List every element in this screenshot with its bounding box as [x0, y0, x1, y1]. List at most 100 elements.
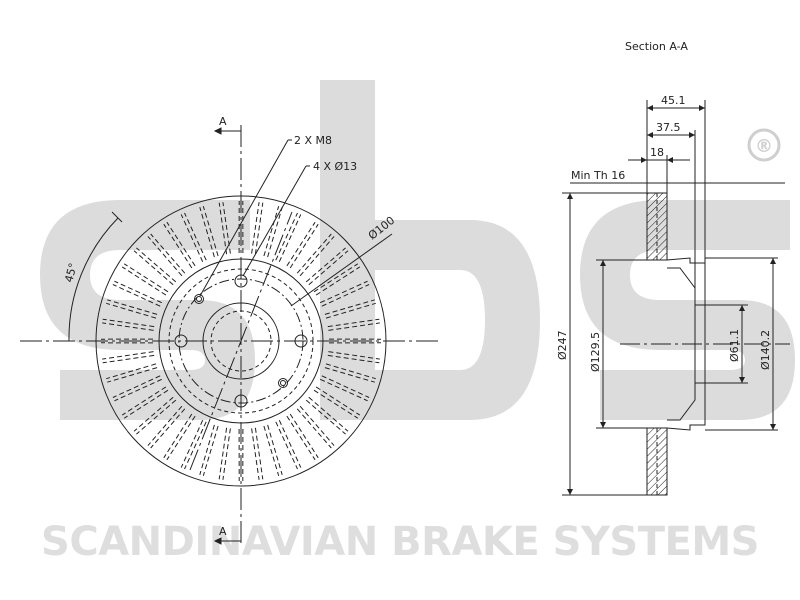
- angle-arc: [68, 217, 119, 342]
- angle-label: 45°: [62, 262, 80, 284]
- vane-line: [289, 413, 319, 459]
- vane-line: [305, 247, 346, 283]
- vane-line: [136, 399, 177, 435]
- vane-line: [321, 375, 370, 398]
- vane-line: [180, 419, 204, 468]
- vane-line: [150, 233, 186, 274]
- vane-line: [313, 389, 359, 419]
- vane-line: [275, 212, 298, 261]
- vane-line: [222, 428, 231, 480]
- section-mark-top: A: [219, 115, 227, 128]
- vane-line: [278, 419, 302, 468]
- vane-line: [327, 318, 380, 328]
- callout-holes: 4 X Ø13: [313, 160, 357, 173]
- vane-line: [263, 425, 280, 476]
- vane-line: [106, 363, 157, 380]
- thread-hole-lower-right: [278, 378, 288, 388]
- vane-line: [254, 202, 264, 255]
- centerline-diagonal: [189, 211, 293, 471]
- vane-line: [324, 367, 375, 383]
- dim-hat-depth: 37.5: [656, 121, 681, 134]
- vane-line: [267, 207, 283, 258]
- vane-line: [305, 399, 346, 435]
- angle-ref-line: [111, 211, 123, 223]
- vane-line: [327, 354, 380, 364]
- vane-line: [123, 263, 169, 293]
- vane-line: [102, 351, 154, 360]
- dim-hat-outer: Ø140.2: [759, 330, 772, 370]
- logo-letter-s-left: [40, 200, 255, 420]
- dimension-arrows: [567, 105, 776, 495]
- vane-line: [102, 322, 154, 331]
- dim-overall-width: 45.1: [661, 94, 686, 107]
- vane-line: [218, 202, 228, 255]
- vane-line: [328, 322, 380, 331]
- thread-hole-lower-right-inner: [280, 380, 286, 386]
- vane-line: [136, 247, 177, 283]
- sbs-logo-watermark: ®: [40, 80, 795, 420]
- vane-line: [324, 299, 375, 315]
- vane-line: [289, 223, 319, 269]
- vane-line: [133, 396, 174, 432]
- vane-line: [286, 415, 316, 461]
- registered-mark-circle: [747, 128, 781, 162]
- vane-line: [184, 212, 207, 261]
- vane-line: [133, 250, 174, 286]
- vane-line: [251, 202, 260, 254]
- vane-line: [321, 284, 370, 307]
- vane-line: [275, 421, 298, 470]
- vane-line: [150, 408, 186, 449]
- min-thickness-label: Min Th 16: [571, 169, 625, 182]
- section-mark-bottom: A: [219, 525, 227, 538]
- vane-line: [202, 425, 219, 476]
- vane-line: [299, 236, 335, 277]
- vane-line: [114, 280, 163, 304]
- leader-pcd: [290, 233, 393, 307]
- vane-line: [278, 214, 302, 263]
- section-arrow-top-head: [213, 127, 222, 135]
- vane-line: [107, 367, 158, 383]
- hat-profile-lower: [647, 382, 706, 431]
- vane-line: [328, 351, 380, 360]
- vane-line: [166, 415, 196, 461]
- dim-outer-diameter: Ø247: [556, 330, 569, 360]
- cooling-vanes: [100, 200, 382, 482]
- vane-line: [251, 428, 260, 480]
- vane-line: [325, 302, 376, 319]
- logo-letter-s-right: [580, 200, 795, 420]
- vane-line: [299, 405, 335, 446]
- vane-line: [218, 427, 228, 480]
- vane-line: [308, 396, 349, 432]
- vane-line: [147, 236, 183, 277]
- registered-mark: ®: [755, 136, 773, 157]
- vane-line: [315, 266, 361, 296]
- vane-line: [121, 266, 167, 296]
- vane-line: [106, 302, 157, 319]
- dim-center-bore: Ø61.1: [728, 329, 741, 362]
- brand-line: SCANDINAVIAN BRAKE SYSTEMS: [41, 519, 759, 565]
- vane-line: [123, 389, 169, 419]
- vane-line: [286, 221, 316, 267]
- vane-line: [267, 424, 283, 475]
- section-view: [562, 100, 790, 496]
- vane-line: [263, 206, 280, 257]
- vane-line: [166, 221, 196, 267]
- vane-line: [315, 386, 361, 416]
- leader-threads: [199, 139, 289, 297]
- vane-line: [313, 263, 359, 293]
- vane-line: [163, 413, 193, 459]
- vane-line: [163, 223, 193, 269]
- front-view: [20, 125, 440, 545]
- vane-line: [147, 405, 183, 446]
- vane-line: [319, 378, 368, 402]
- vane-line: [308, 250, 349, 286]
- dim-disc-thickness: 18: [650, 146, 664, 159]
- vane-line: [202, 206, 219, 257]
- vane-line: [296, 408, 332, 449]
- dim-hat-diameter: Ø129.5: [589, 332, 602, 372]
- hat-profile-upper: [647, 257, 706, 306]
- vane-line: [112, 284, 161, 307]
- vane-line: [102, 318, 155, 328]
- callout-threads: 2 X M8: [294, 134, 332, 147]
